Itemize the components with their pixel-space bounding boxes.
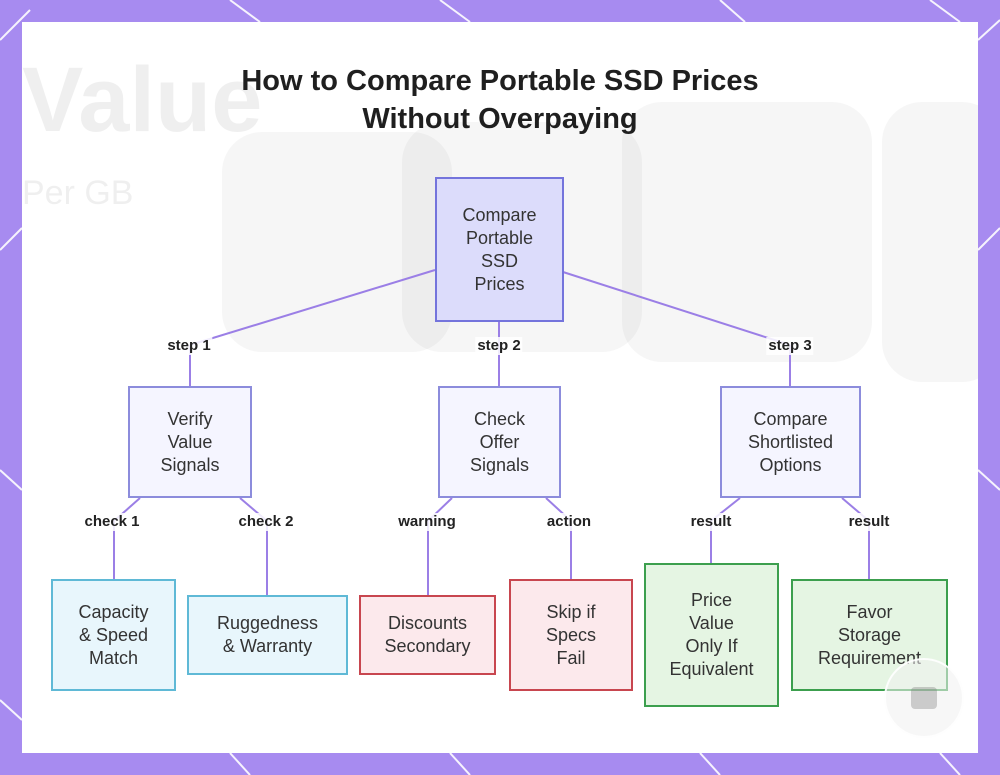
node-line: Discounts xyxy=(387,613,468,633)
node-line: Only If xyxy=(685,636,738,656)
edge-label-result-price: result xyxy=(688,513,734,531)
node-line: Skip if xyxy=(546,601,596,622)
node-line: Signals xyxy=(160,454,220,475)
node-line: Check xyxy=(473,408,525,429)
edge-root-compare xyxy=(562,271,791,346)
node-line: Specs xyxy=(545,624,597,645)
node-discounts-secondary: Discounts Secondary xyxy=(359,595,496,675)
watermark-icon xyxy=(911,687,937,709)
node-line: Favor xyxy=(846,601,893,622)
node-line: Requirement xyxy=(817,647,922,668)
node-line: Equivalent xyxy=(669,659,754,679)
edge-label-step-3: step 3 xyxy=(766,337,814,355)
edge-label-result-favor: result xyxy=(846,513,892,531)
node-line: Compare xyxy=(462,204,537,225)
node-check-offer-signals: Check Offer Signals xyxy=(438,386,561,498)
title-line-1: How to Compare Portable SSD Prices xyxy=(241,65,759,97)
background-heading: Value xyxy=(22,49,263,151)
node-line: Portable xyxy=(465,227,534,248)
node-line: Options xyxy=(759,454,822,475)
watermark-badge xyxy=(884,658,964,738)
edge-label-step-1: step 1 xyxy=(165,337,213,355)
node-line: Fail xyxy=(556,647,586,668)
node-price-value-only-if-equivalent: Price Value Only If Equivalent xyxy=(644,563,779,707)
node-line: Verify xyxy=(167,408,213,429)
diagram-title: How to Compare Portable SSD Prices Witho… xyxy=(150,62,850,138)
node-skip-if-specs-fail: Skip if Specs Fail xyxy=(509,579,633,691)
edge-label-warning: warning xyxy=(396,513,458,531)
node-verify-value-signals: Verify Value Signals xyxy=(128,386,252,498)
node-line: Shortlisted xyxy=(747,431,834,452)
node-ruggedness-warranty: Ruggedness & Warranty xyxy=(187,595,348,675)
node-line: & Warranty xyxy=(222,636,313,656)
node-line: Value xyxy=(689,613,734,633)
node-line: Storage xyxy=(837,624,902,645)
node-line: Offer xyxy=(479,431,520,452)
edge-label-step-2: step 2 xyxy=(475,337,523,355)
background-subheading: Per GB xyxy=(22,174,134,212)
node-line: & Speed xyxy=(78,624,149,645)
node-line: SSD xyxy=(480,250,518,271)
edge-label-action: action xyxy=(544,513,594,531)
node-line: Signals xyxy=(469,454,530,475)
edge-root-verify xyxy=(189,269,436,346)
edge-label-check-1: check 1 xyxy=(82,513,142,531)
node-line: Secondary xyxy=(384,636,471,656)
node-line: Prices xyxy=(474,273,525,294)
node-compare-shortlisted-options: Compare Shortlisted Options xyxy=(720,386,861,498)
node-capacity-speed-match: Capacity & Speed Match xyxy=(51,579,176,691)
node-compare-portable-ssd-prices: Compare Portable SSD Prices xyxy=(435,177,564,322)
node-line: Ruggedness xyxy=(216,613,319,633)
title-line-2: Without Overpaying xyxy=(362,103,638,135)
edge-label-check-2: check 2 xyxy=(236,513,296,531)
node-line: Capacity xyxy=(78,601,149,622)
node-line: Price xyxy=(690,590,732,610)
node-line: Compare xyxy=(753,408,828,429)
node-line: Match xyxy=(88,647,139,668)
node-line: Value xyxy=(167,431,213,452)
